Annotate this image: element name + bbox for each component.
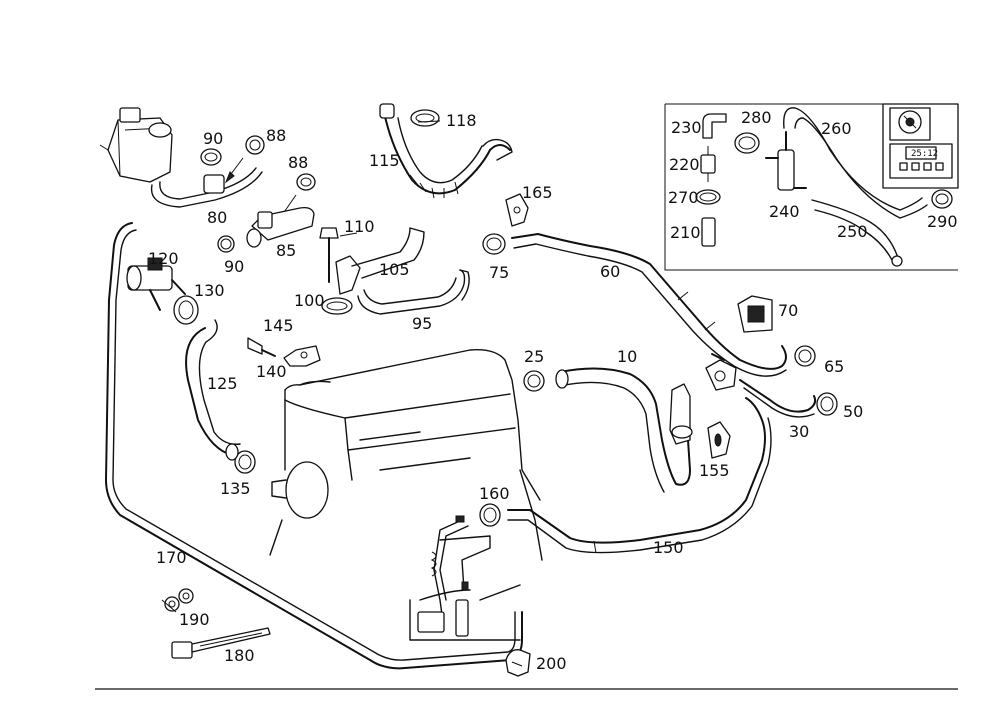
callout-105[interactable]: 105: [379, 260, 410, 279]
hose-10: [559, 367, 691, 486]
bolt-110: [319, 227, 339, 283]
engine-block: [269, 349, 543, 641]
sleeve: [701, 217, 716, 247]
tee-valve: [777, 149, 795, 191]
clamp-25: [523, 370, 545, 392]
clamp-100: [321, 297, 353, 315]
callout-120[interactable]: 120: [148, 249, 179, 268]
thermostat-housing: [203, 174, 225, 194]
callout-155[interactable]: 155: [699, 461, 730, 480]
valve-120: [126, 257, 186, 311]
callout-230[interactable]: 230: [671, 118, 702, 137]
callout-150[interactable]: 150: [653, 538, 684, 557]
clamp-90b: [217, 235, 235, 253]
hose-95: [357, 269, 466, 315]
callout-165[interactable]: 165: [522, 183, 553, 202]
callout-80[interactable]: 80: [207, 208, 228, 227]
hose-60: [511, 233, 787, 370]
clamp-165: [505, 193, 529, 227]
callout-90[interactable]: 90: [224, 257, 245, 276]
hose-80: [150, 171, 263, 208]
bracket-105: [335, 255, 361, 295]
callout-280[interactable]: 280: [741, 108, 772, 127]
callout-110[interactable]: 110: [344, 217, 375, 236]
callout-50[interactable]: 50: [843, 402, 864, 421]
callout-130[interactable]: 130: [194, 281, 225, 300]
callout-88[interactable]: 88: [266, 126, 287, 145]
valve-30: [705, 359, 737, 391]
callout-65[interactable]: 65: [824, 357, 845, 376]
hose-125: [185, 327, 233, 456]
callout-10[interactable]: 10: [617, 347, 638, 366]
callout-60[interactable]: 60: [600, 262, 621, 281]
hose-30: [739, 379, 817, 413]
callout-290[interactable]: 290: [927, 212, 958, 231]
callout-250[interactable]: 250: [837, 222, 868, 241]
callout-140[interactable]: 140: [256, 362, 287, 381]
callout-115[interactable]: 115: [369, 151, 400, 170]
bracket-140: [283, 345, 321, 367]
cable-tie-180: [171, 627, 271, 659]
clamp-130: [173, 295, 199, 325]
callout-30[interactable]: 30: [789, 422, 810, 441]
clamp-88b: [296, 173, 316, 191]
callout-70[interactable]: 70: [778, 301, 799, 320]
hose-clamp: [695, 189, 721, 205]
engine-round-cover: [285, 461, 329, 519]
callout-260[interactable]: 260: [821, 119, 852, 138]
clamp-75: [482, 233, 506, 255]
clamp-50: [816, 392, 838, 416]
callout-270[interactable]: 270: [668, 188, 699, 207]
callout-200[interactable]: 200: [536, 654, 567, 673]
hose-150: [507, 397, 766, 544]
clamp-65: [794, 345, 816, 367]
callout-160[interactable]: 160: [479, 484, 510, 503]
expansion-tank: [99, 107, 173, 183]
timer-display: [905, 146, 937, 160]
callout-220[interactable]: 220: [669, 155, 700, 174]
clip-200: [505, 649, 531, 677]
callout-180[interactable]: 180: [224, 646, 255, 665]
clamp-90a: [200, 148, 222, 166]
hose-115: [383, 111, 511, 195]
wiring-harness: [417, 515, 491, 637]
callout-90[interactable]: 90: [203, 129, 224, 148]
callout-210[interactable]: 210: [670, 223, 701, 242]
clamp-88a: [245, 135, 265, 155]
inset-panel: 25:12: [664, 103, 959, 271]
clamp-118: [410, 109, 440, 127]
callout-95[interactable]: 95: [412, 314, 433, 333]
callout-100[interactable]: 100: [294, 291, 325, 310]
callout-88[interactable]: 88: [288, 153, 309, 172]
callout-85[interactable]: 85: [276, 241, 297, 260]
callout-118[interactable]: 118: [446, 111, 477, 130]
callout-25[interactable]: 25: [524, 347, 545, 366]
clamp-135: [234, 450, 256, 474]
callout-190[interactable]: 190: [179, 610, 210, 629]
callout-135[interactable]: 135: [220, 479, 251, 498]
callout-125[interactable]: 125: [207, 374, 238, 393]
timer-display-text: 25:12: [911, 149, 938, 159]
callout-75[interactable]: 75: [489, 263, 510, 282]
callout-145[interactable]: 145: [263, 316, 294, 335]
bolt-145: [247, 337, 263, 355]
check-valve: [700, 154, 716, 174]
hose-clips-190: [161, 588, 194, 613]
callout-170[interactable]: 170: [156, 548, 187, 567]
elbow-fitting: [702, 113, 727, 139]
clamp-160: [479, 503, 501, 527]
callout-240[interactable]: 240: [769, 202, 800, 221]
